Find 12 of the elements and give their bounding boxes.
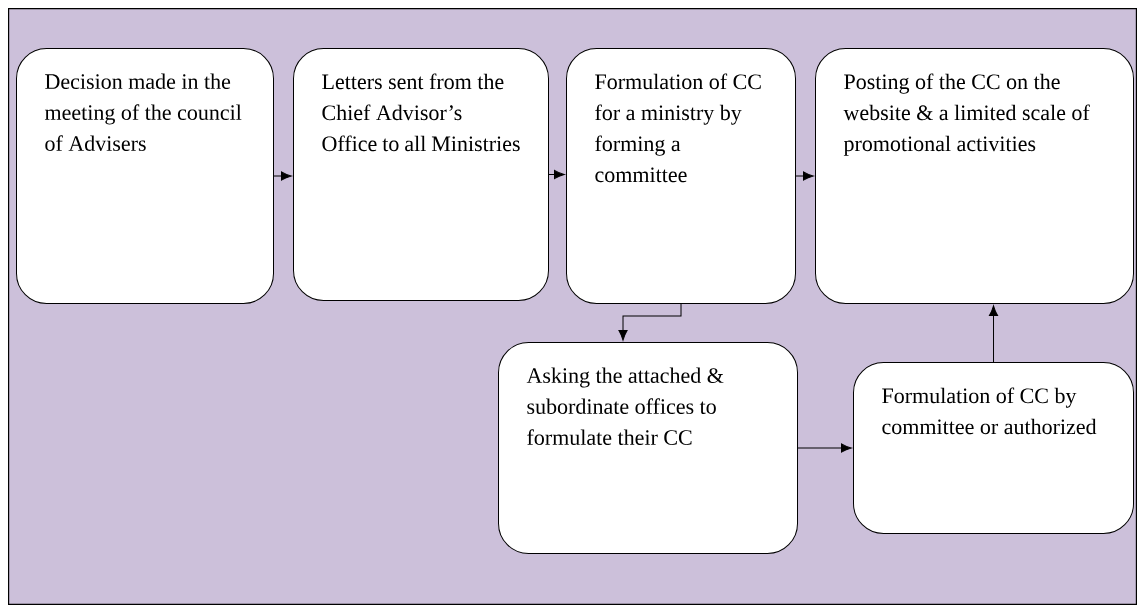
process-box: Letters sent from the Chief Advisor’s Office to all Ministries <box>293 48 549 301</box>
arrow <box>797 443 852 453</box>
process-box: Asking the attached & subordinate offices to formulate their CC <box>498 342 798 554</box>
arrow <box>273 171 292 181</box>
process-box: Formulation of CC by committee or authorized <box>853 362 1134 534</box>
process-box: Posting of the CC on the website & a limited scale of promotional activities <box>815 48 1134 304</box>
arrow <box>548 169 565 180</box>
process-box: Decision made in the meeting of the council of Advisers <box>16 48 274 304</box>
arrow <box>795 171 814 181</box>
arrow <box>988 305 999 363</box>
process-box: Formulation of CC for a ministry by forming a committee <box>566 48 796 304</box>
arrow <box>618 303 682 341</box>
